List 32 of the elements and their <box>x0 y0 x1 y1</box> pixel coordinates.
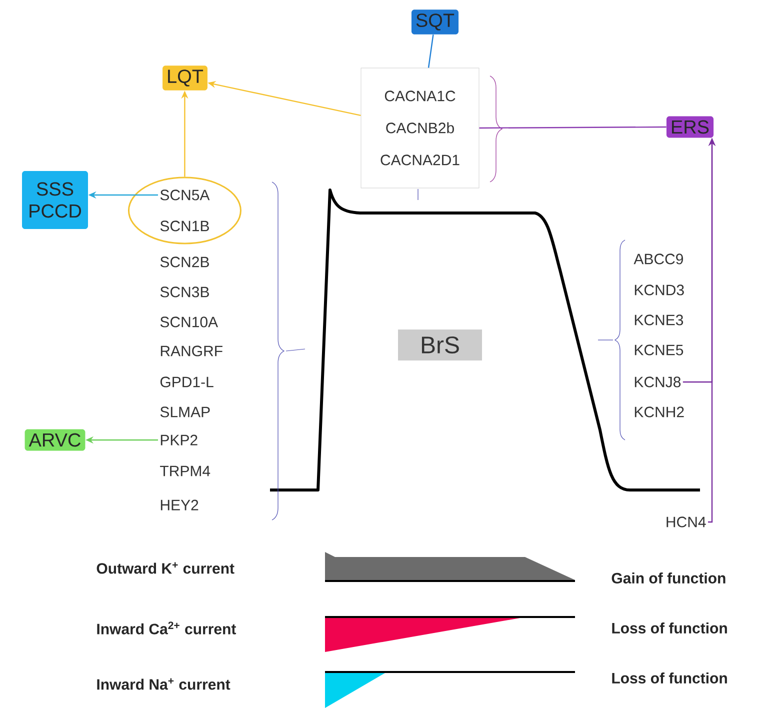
current-label: Loss of function <box>612 672 727 684</box>
gene-label: ABCC9 <box>634 254 683 264</box>
disease-badge: LQT <box>162 66 208 90</box>
current-label: Inward Na$^{+}$ current <box>97 678 230 690</box>
gene-label: KCND3 <box>634 284 684 296</box>
gene-label: KCNE3 <box>634 314 684 326</box>
disease-badge: SSS PCCD <box>22 171 88 229</box>
disease-badge: SQT <box>411 10 459 34</box>
gene-label: SCN2B <box>160 256 209 268</box>
gene-label: HEY2 <box>160 500 198 510</box>
gene-label: SCN10A <box>160 316 218 328</box>
gene-label: RANGRF <box>160 346 222 356</box>
current-label: Loss of function <box>612 622 727 634</box>
current-label: Inward Ca$^{2+}$ current <box>97 622 236 634</box>
gene-label: HCN4 <box>666 516 706 528</box>
gene-list-box: CACNA1C CACNB2b CACNA2D1 <box>360 68 480 188</box>
gene-label: KCNE5 <box>634 344 684 356</box>
gene-label: SCN1B <box>160 220 209 232</box>
grouping-ellipse <box>128 176 242 244</box>
gene-label: KCNH2 <box>634 406 684 418</box>
gene-label: SCN3B <box>160 286 209 298</box>
gene-label: PKP2 <box>160 434 198 446</box>
current-label: Outward K$^{+}$ current <box>96 562 234 574</box>
gene-label: GPD1-L <box>160 376 214 388</box>
gene-label: SCN5A <box>160 190 210 200</box>
gene-label: SLMAP <box>160 406 210 418</box>
disease-badge: ERS <box>666 116 714 138</box>
gene-label: TRPM4 <box>160 466 210 476</box>
disease-badge: ARVC <box>24 429 86 451</box>
current-label: Gain of function <box>612 572 726 584</box>
gene-label: KCNJ8 <box>634 376 681 388</box>
diagnosis-badge: BrS <box>398 330 482 360</box>
